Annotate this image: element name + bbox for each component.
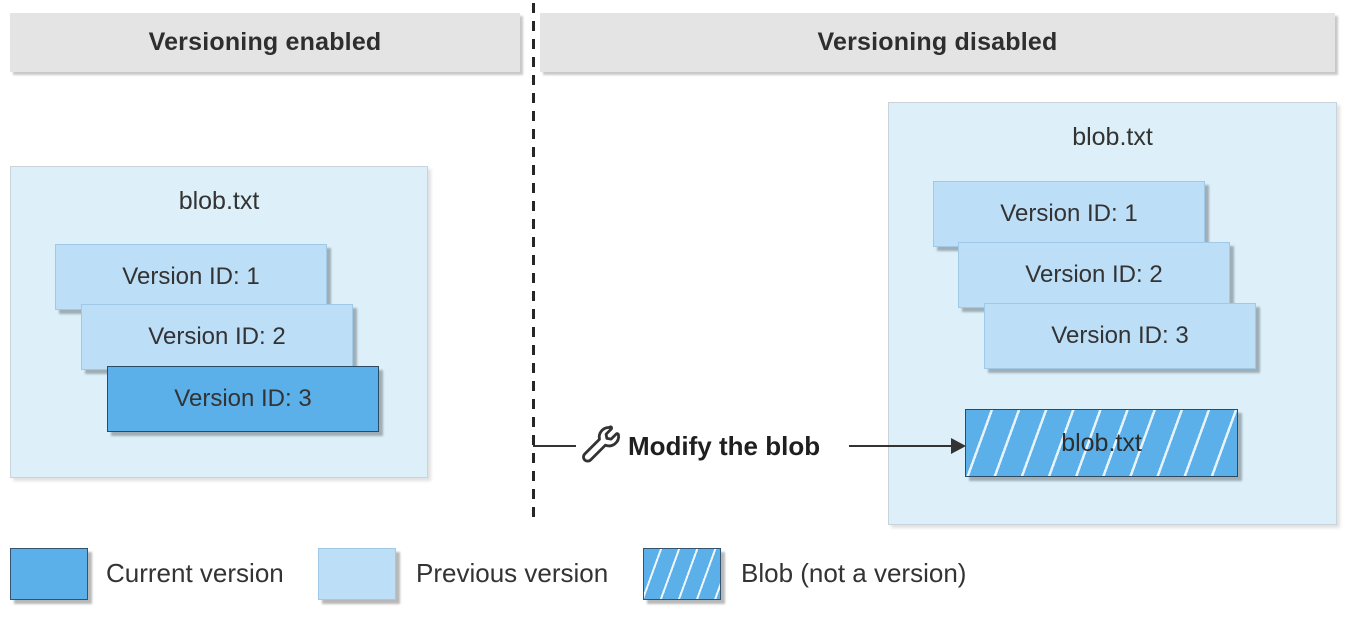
modify-arrow-line [849,445,953,447]
blob-container-enabled-title: blob.txt [178,187,260,215]
version-box-disabled-2-label: Version ID: 2 [1025,261,1163,288]
header-versioning-disabled-label: Versioning disabled [817,28,1058,56]
version-box-disabled-1: Version ID: 1 [933,181,1205,247]
connector-stub-line [533,445,576,447]
version-box-enabled-3-label: Version ID: 3 [174,385,312,412]
version-box-disabled-2: Version ID: 2 [958,242,1230,308]
version-box-enabled-1: Version ID: 1 [55,244,327,310]
dashed-divider-line [532,3,535,522]
version-box-enabled-2: Version ID: 2 [81,304,353,370]
version-box-disabled-3: Version ID: 3 [984,303,1256,369]
blob-container-disabled-title: blob.txt [1072,123,1153,151]
version-box-disabled-3-label: Version ID: 3 [1051,322,1189,349]
version-box-enabled-3-current: Version ID: 3 [107,366,379,432]
version-box-enabled-1-label: Version ID: 1 [122,263,260,290]
legend-label-blob-not-a-version: Blob (not a version) [741,558,967,588]
legend-label-current-version: Current version [106,558,284,588]
version-box-enabled-2-label: Version ID: 2 [148,323,286,350]
header-versioning-enabled: Versioning enabled [10,13,520,72]
blob-not-a-version-label: blob.txt [1061,428,1142,457]
modify-arrow-head-icon [951,438,966,454]
wrench-icon [582,425,620,463]
version-box-disabled-1-label: Version ID: 1 [1000,200,1138,227]
legend-swatch-previous-version [318,548,396,600]
modify-the-blob-label: Modify the blob [628,431,821,461]
header-versioning-enabled-label: Versioning enabled [148,28,382,56]
header-versioning-disabled: Versioning disabled [540,13,1335,72]
legend-label-previous-version: Previous version [416,558,609,588]
blob-not-a-version-box: blob.txt [965,409,1238,477]
legend-swatch-current-version [10,548,88,600]
legend-swatch-blob-not-a-version [643,548,721,600]
